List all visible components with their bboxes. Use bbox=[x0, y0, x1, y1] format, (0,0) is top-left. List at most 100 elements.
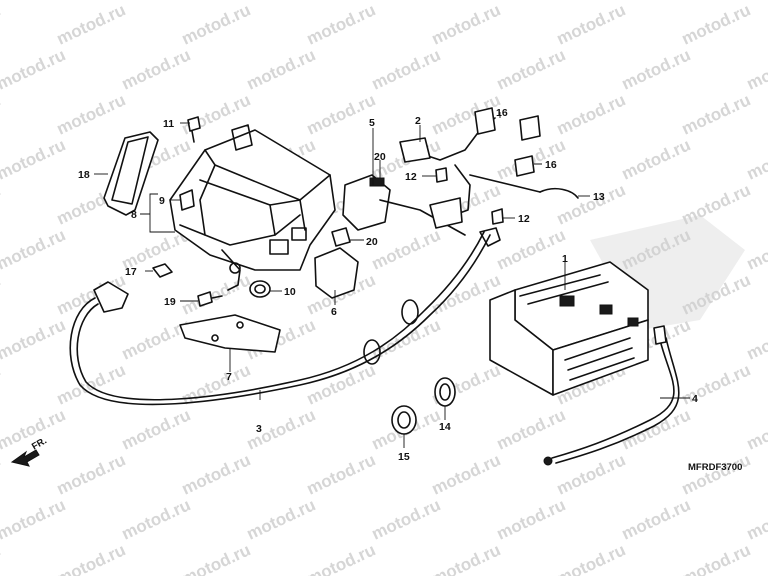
callout-8: 8 bbox=[131, 209, 137, 221]
watermark-text: motod.ru bbox=[0, 450, 3, 498]
bolt-19 bbox=[197, 291, 223, 307]
connector-20 bbox=[331, 227, 351, 247]
callout-12b: 12 bbox=[518, 213, 530, 225]
callout-10: 10 bbox=[284, 286, 296, 298]
watermark-text: motod.ru bbox=[494, 405, 569, 453]
watermark-text: motod.ru bbox=[369, 225, 444, 273]
watermark-text: motod.ru bbox=[369, 495, 444, 543]
callout-9: 9 bbox=[159, 195, 165, 207]
watermark-text: motod.ru bbox=[304, 540, 379, 576]
watermark-text: motod.ru bbox=[679, 90, 754, 138]
watermark-text: motod.ru bbox=[0, 180, 3, 228]
callout-13: 13 bbox=[593, 191, 605, 203]
relay-5 bbox=[342, 174, 391, 231]
watermark-text: motod.ru bbox=[119, 495, 194, 543]
watermark-text: motod.ru bbox=[179, 0, 254, 48]
callout-20a: 20 bbox=[374, 151, 386, 163]
watermark-text: motod.ru bbox=[554, 450, 629, 498]
tie-band bbox=[469, 174, 579, 199]
watermark-text: motod.ru bbox=[0, 270, 3, 318]
cable-guides bbox=[363, 299, 419, 365]
watermark-text: motod.ru bbox=[429, 450, 504, 498]
callout-19: 19 bbox=[164, 296, 176, 308]
watermark-text: motod.ru bbox=[244, 495, 319, 543]
watermark-text: motod.ru bbox=[179, 540, 254, 576]
watermark-text: motod.ru bbox=[0, 315, 68, 363]
nut-17 bbox=[152, 263, 173, 278]
watermark-text: motod.ru bbox=[0, 90, 3, 138]
diagram-code: MFRDF3700 bbox=[688, 462, 742, 473]
clamp-14 bbox=[434, 377, 456, 407]
watermark-text: motod.ru bbox=[119, 315, 194, 363]
watermark-text: motod.ru bbox=[304, 450, 379, 498]
watermark-text: motod.ru bbox=[744, 405, 768, 453]
watermark-text: motod.ru bbox=[0, 225, 68, 273]
watermark-text: motod.ru bbox=[54, 540, 129, 576]
watermark-text: motod.ru bbox=[0, 360, 3, 408]
watermark-text: motod.ru bbox=[679, 540, 754, 576]
watermark-text: motod.ru bbox=[744, 0, 768, 4]
battery bbox=[489, 261, 649, 396]
callout-11: 11 bbox=[163, 118, 174, 130]
watermark-text: motod.ru bbox=[494, 225, 569, 273]
watermark-text: motod.ru bbox=[494, 0, 569, 4]
watermark-text: motod.ru bbox=[0, 540, 3, 576]
grommet-10 bbox=[249, 280, 271, 298]
watermark-text: motod.ru bbox=[244, 405, 319, 453]
callout-labels: 1 2 3 4 5 6 7 8 9 10 11 12 12 13 14 15 1… bbox=[78, 107, 698, 463]
callout-7: 7 bbox=[226, 371, 232, 383]
watermark-text: motod.ru bbox=[679, 360, 754, 408]
watermark-text: motod.ru bbox=[54, 0, 129, 48]
callout-14: 14 bbox=[439, 421, 451, 433]
callout-15: 15 bbox=[398, 451, 410, 463]
watermark-text: motod.ru bbox=[554, 540, 629, 576]
watermark-text: motod.ru bbox=[619, 0, 694, 4]
watermark-text: motod.ru bbox=[744, 45, 768, 93]
watermark-text: motod.ru bbox=[179, 270, 254, 318]
watermark-text: motod.ru bbox=[179, 360, 254, 408]
watermark-text: motod.ru bbox=[0, 45, 68, 93]
clip-9 bbox=[179, 189, 195, 211]
watermark-text: motod.ru bbox=[494, 45, 569, 93]
rubber-strap bbox=[103, 131, 159, 216]
watermark-text: motod.ru bbox=[429, 540, 504, 576]
relay-6 bbox=[314, 247, 359, 299]
watermark-text: motod.ru bbox=[0, 0, 3, 48]
connector-16a bbox=[474, 107, 541, 141]
mounting-plate bbox=[179, 314, 281, 353]
watermark-text: motod.ru bbox=[244, 45, 319, 93]
watermark-text: motod.ru bbox=[554, 180, 629, 228]
watermark-text: motod.ru bbox=[554, 0, 629, 48]
watermark-text: motod.ru bbox=[619, 135, 694, 183]
watermark-text: motod.ru bbox=[179, 450, 254, 498]
callout-12a: 12 bbox=[405, 171, 417, 183]
callout-18: 18 bbox=[78, 169, 90, 181]
callout-2: 2 bbox=[415, 115, 421, 127]
watermark-text: motod.ru bbox=[119, 405, 194, 453]
watermark-text: motod.ru bbox=[619, 45, 694, 93]
bolt-11 bbox=[187, 116, 201, 143]
watermark-text: motod.ru bbox=[244, 0, 319, 4]
watermark-text: motod.ru bbox=[744, 495, 768, 543]
callout-1: 1 bbox=[562, 253, 568, 265]
watermark-text: motod.ru bbox=[554, 90, 629, 138]
callout-16b: 16 bbox=[545, 159, 557, 171]
clip-12b bbox=[491, 208, 504, 225]
watermark-text: motod.ru bbox=[119, 0, 194, 4]
connector-16b bbox=[514, 155, 535, 177]
callout-16a: 16 bbox=[496, 107, 508, 119]
watermark-text: motod.ru bbox=[744, 135, 768, 183]
watermark-text: motod.ru bbox=[679, 0, 754, 48]
watermark-text: motod.ru bbox=[494, 495, 569, 543]
watermark-text: motod.ru bbox=[54, 90, 129, 138]
watermark-text: motod.ru bbox=[0, 0, 68, 4]
callout-17: 17 bbox=[125, 266, 137, 278]
callout-3: 3 bbox=[256, 423, 262, 435]
negative-cable bbox=[543, 325, 680, 466]
callout-20b: 20 bbox=[366, 236, 378, 248]
fuse-box-bracket bbox=[169, 124, 336, 291]
watermark-text: motod.ru bbox=[369, 45, 444, 93]
watermark-text: motod.ru bbox=[304, 0, 379, 48]
